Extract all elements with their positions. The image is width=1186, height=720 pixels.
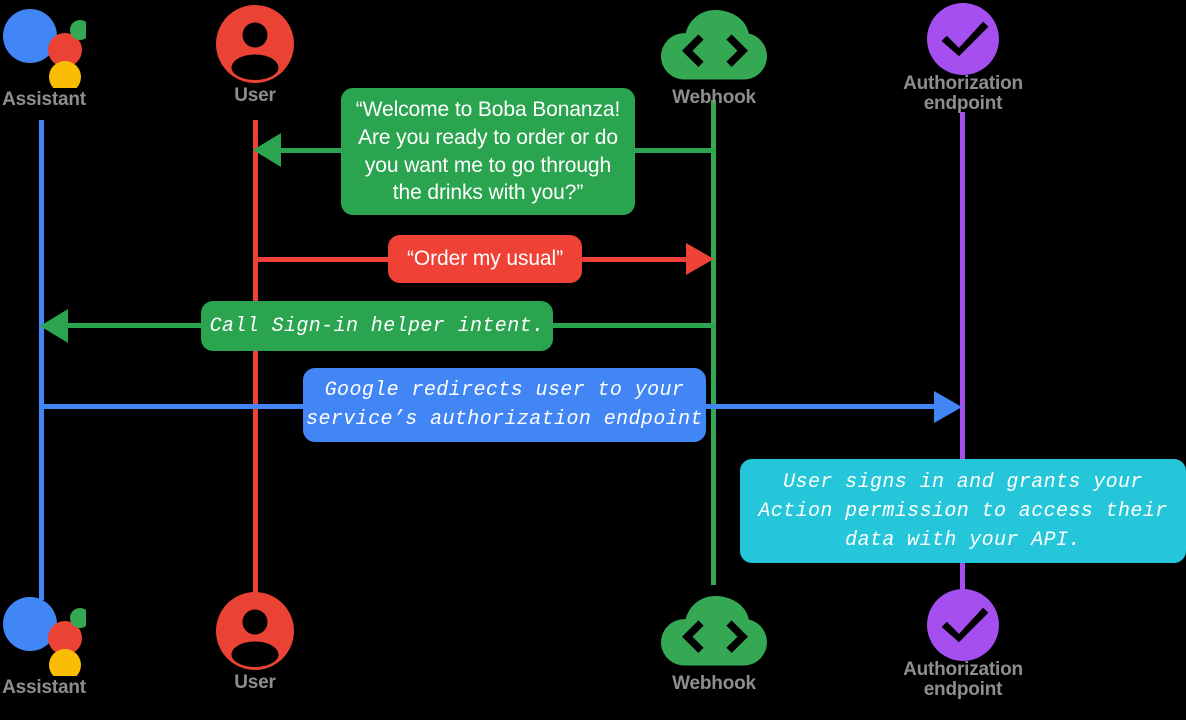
user-avatar-icon — [155, 591, 355, 673]
actor-assistant-top: Assistant — [0, 8, 144, 110]
arrowhead-redirect — [934, 391, 962, 423]
actor-label-assistant-bottom: Assistant — [2, 677, 86, 698]
actor-label-user-top: User — [234, 85, 276, 106]
actor-label-assistant-top: Assistant — [2, 89, 86, 110]
actor-user-top: User — [155, 4, 355, 106]
lifeline-auth — [960, 112, 965, 590]
lifeline-user — [253, 120, 258, 600]
user-avatar-icon — [155, 4, 355, 86]
cloud-code-icon — [614, 6, 814, 88]
google-assistant-icon — [0, 596, 144, 678]
actor-user-bottom: User — [155, 591, 355, 693]
lifeline-assistant — [39, 120, 44, 600]
cloud-code-icon — [614, 592, 814, 674]
arrowhead-order — [686, 243, 714, 275]
google-assistant-icon — [0, 8, 144, 90]
arrowhead-signin — [40, 309, 68, 343]
actor-auth-top: Authorization endpoint — [863, 2, 1063, 114]
check-circle-icon — [863, 2, 1063, 75]
message-bubble-welcome: “Welcome to Boba Bonanza! Are you ready … — [341, 88, 635, 215]
message-bubble-signin: Call Sign-in helper intent. — [201, 301, 553, 351]
actor-auth-bottom: Authorization endpoint — [863, 588, 1063, 700]
message-bubble-redirect: Google redirects user to your service’s … — [303, 368, 706, 442]
message-text-grant: User signs in and grants your Action per… — [758, 470, 1168, 552]
message-text-order: “Order my usual” — [407, 247, 563, 271]
message-bubble-order: “Order my usual” — [388, 235, 582, 283]
actor-label-auth-top: Authorization endpoint — [903, 73, 1023, 114]
message-bubble-grant: User signs in and grants your Action per… — [740, 459, 1186, 563]
actor-assistant-bottom: Assistant — [0, 596, 144, 698]
actor-label-webhook-top: Webhook — [672, 87, 756, 108]
actor-webhook-top: Webhook — [614, 6, 814, 108]
check-circle-icon — [863, 588, 1063, 661]
actor-label-auth-bottom: Authorization endpoint — [903, 659, 1023, 700]
actor-label-webhook-bottom: Webhook — [672, 673, 756, 694]
lifeline-webhook — [711, 100, 716, 585]
message-text-signin: Call Sign-in helper intent. — [209, 314, 545, 338]
arrowhead-welcome — [253, 133, 281, 167]
message-text-redirect: Google redirects user to your service’s … — [306, 379, 703, 431]
actor-webhook-bottom: Webhook — [614, 592, 814, 694]
message-text-welcome: “Welcome to Boba Bonanza! Are you ready … — [355, 98, 621, 205]
actor-label-user-bottom: User — [234, 672, 276, 693]
